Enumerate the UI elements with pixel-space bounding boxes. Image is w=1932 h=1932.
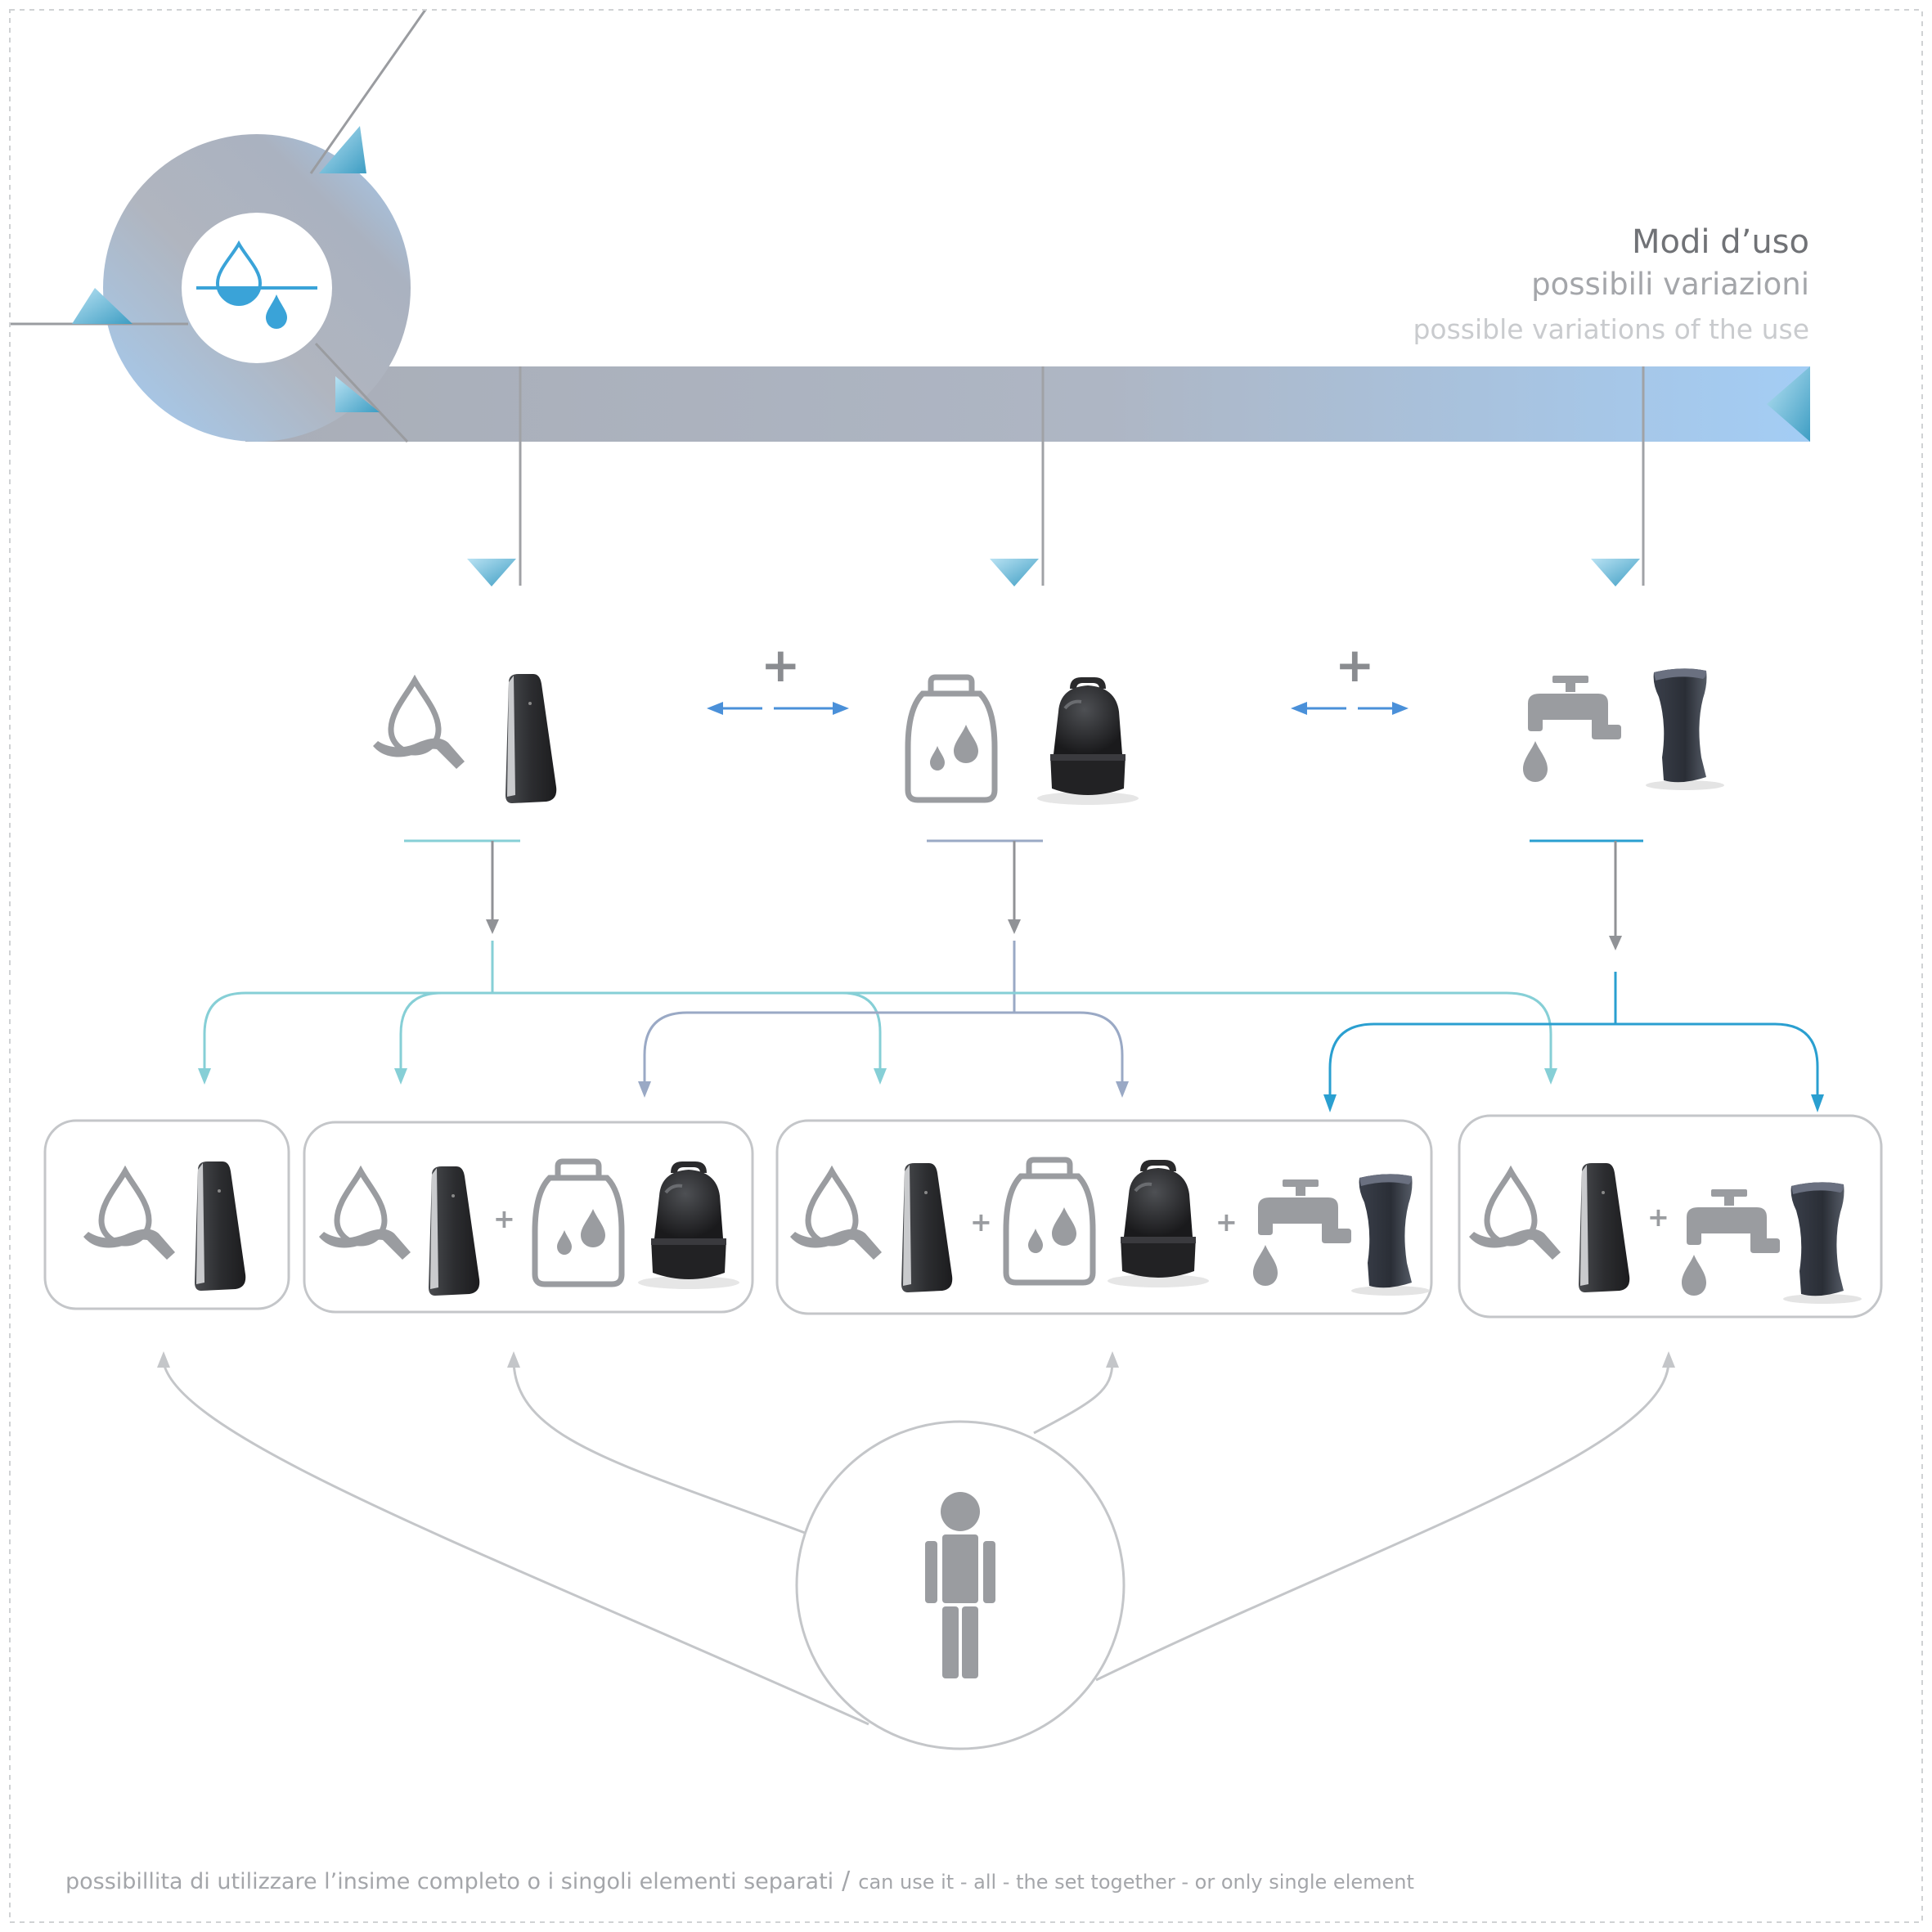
band-end-triangle: [1767, 366, 1810, 442]
link-arrow-2: [1291, 702, 1409, 715]
distribution-teal: [203, 991, 1552, 1073]
module-tank: [908, 676, 1140, 806]
combo-plus-4: +: [1647, 1202, 1669, 1233]
link-arrow-1: [707, 702, 849, 715]
band-connectors: [467, 366, 1645, 586]
distribution-blue: [1328, 1022, 1819, 1099]
header-graphic: [10, 9, 1810, 443]
page-subtitle-en: possible variations of the use: [1413, 313, 1809, 345]
combination-4: [1458, 1114, 1883, 1319]
person-icon: [925, 1492, 995, 1678]
tank-product: [1036, 676, 1140, 806]
ring-divider-top: [309, 9, 427, 174]
user-arrowheads: [157, 1351, 1675, 1368]
page-border: [9, 9, 1923, 1923]
tap-product: [1646, 668, 1724, 790]
combination-1: [43, 1119, 290, 1310]
footer-text-it: possibillita di utilizzare l’insime comp…: [65, 1869, 834, 1894]
distribution-slate: [643, 1011, 1124, 1086]
marker-triangle-2: [990, 559, 1039, 586]
ring-triangle-top: [319, 126, 366, 173]
combination-3: [775, 1119, 1433, 1315]
hand-water-icon: [373, 681, 465, 769]
faucet-icon: [1523, 676, 1621, 782]
combination-2: [303, 1121, 754, 1314]
page-subtitle: possibili variazioni: [1531, 267, 1809, 302]
water-container-icon: [908, 677, 995, 800]
marker-triangle-1: [467, 559, 516, 586]
distribution-blue-heads: [1323, 1094, 1824, 1112]
ring-triangle-left: [72, 288, 133, 324]
footer-separator: /: [842, 1867, 851, 1895]
ring-triangle-bottom: [335, 376, 380, 412]
user-connections: [162, 1360, 1670, 1726]
plus-sign-1: +: [761, 637, 801, 693]
distribution-teal-heads: [198, 1068, 1557, 1085]
footer-text-en: can use it - all - the set together - or…: [858, 1871, 1414, 1894]
module-branches: [404, 839, 1643, 1024]
plus-sign-2: +: [1335, 637, 1375, 693]
module-tap: [1523, 668, 1724, 790]
water-level-icon: [196, 240, 317, 329]
ring-divider-bottom: [314, 342, 409, 443]
title-block: Modi d’uso possibili variazioni possible…: [1413, 221, 1809, 353]
timeline-band: [245, 366, 1810, 442]
combo-plus-2: +: [970, 1206, 992, 1238]
footer-caption: possibillita di utilizzare l’insime comp…: [65, 1867, 1414, 1895]
page-title: Modi d’uso: [1632, 223, 1809, 261]
marker-triangle-3: [1591, 559, 1640, 586]
distribution-slate-heads: [638, 1081, 1129, 1098]
combo-plus-3: +: [1215, 1206, 1238, 1238]
module-hand: [373, 674, 557, 803]
combo-plus-1: +: [493, 1203, 515, 1234]
wall-dispenser-product: [505, 674, 557, 803]
